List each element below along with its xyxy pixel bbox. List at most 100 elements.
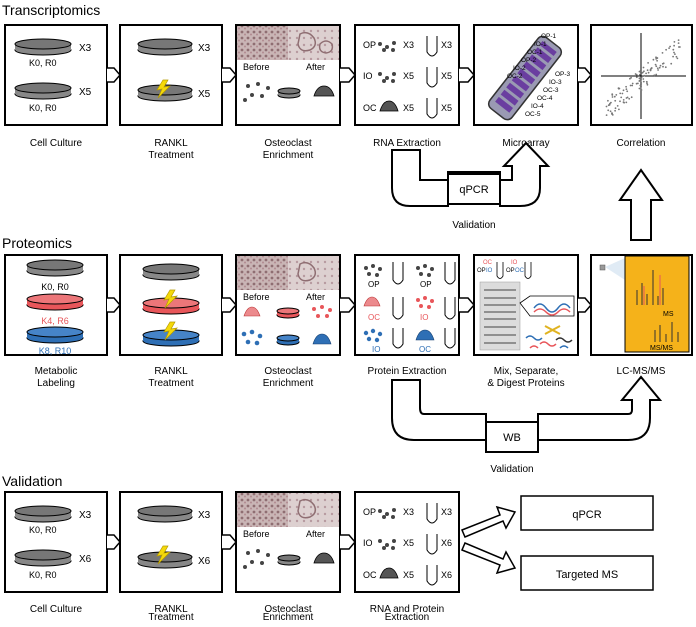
osteoclast-cell-icon [243,306,261,317]
osteoclast-cell-icon [363,296,381,307]
qpcr-output-label: qPCR [572,509,601,521]
oc-label: OC [515,268,525,274]
row-proteomics: K0, R0 K4, R6 K8, R10 [4,254,693,475]
scatter-point [625,88,628,91]
up-arrow-icon [618,168,664,241]
chip-label: IO-2 [513,65,526,72]
op-label: OP [420,280,432,289]
scatter-point [656,57,659,59]
oc-label: OC [483,260,493,266]
micrograph-after-image [288,493,339,527]
petri-dish-icon [14,549,72,567]
scatter-point [622,101,625,103]
chevron-arrow-icon [222,297,237,313]
caption-enrichment: Enrichment [263,612,314,622]
arrow-to-qpcr-icon [461,505,517,538]
scatter-point [661,62,664,65]
scatter-point [658,66,661,69]
op-label: OP [363,507,376,517]
scatter-point [620,96,623,99]
mass-spectrometer-panel [624,255,690,353]
caption-labeling: Labeling [37,378,75,389]
caption-extraction: Extraction [385,612,429,622]
chip-label: IO-3 [549,79,562,86]
caption-treatment: Treatment [148,378,193,389]
lightning-bolt-icon [156,545,172,565]
scatter-point [678,46,680,48]
op-label: OP [477,268,486,274]
petri-dish-icon [277,554,301,566]
tube-icon [426,36,438,57]
scatter-point [673,44,675,47]
tube-icon [426,98,438,119]
op-label: OP [506,268,515,274]
scatter-point [669,45,671,48]
caption-digest-proteins: & Digest Proteins [487,378,564,389]
scatter-point [643,70,645,73]
count-label: X5 [403,103,414,113]
caption-osteoclast: Osteoclast [264,366,311,377]
scatter-point [638,77,641,80]
scatter-point [607,109,610,112]
ms-label: MS [663,311,674,318]
caption-rankl: RANKL [154,366,188,377]
chevron-arrow-icon [578,67,592,83]
validation-label: Validation [490,464,533,475]
scatter-point [676,57,679,60]
nozzle-icon [599,264,606,271]
msms-spectrum [654,322,679,342]
tube-icon [524,262,532,279]
scatter-point [652,58,655,61]
count-label: X6 [441,538,452,548]
chip-label: OC-4 [537,95,553,102]
section-title-transcriptomics: Transcriptomics [2,2,100,18]
dish-label: K4, R6 [41,316,69,326]
tube-icon [392,297,404,320]
count-label: X5 [403,570,414,580]
scatter-point [607,104,610,107]
count-label: X5 [403,538,414,548]
scatter-point [677,39,680,41]
scatter-point [630,96,633,99]
petri-dish-icon [14,82,72,100]
scatter-point [672,48,675,51]
count-label: X5 [441,103,452,113]
scatter-point [638,80,641,82]
petri-dish-icon-red [142,297,200,315]
count-label: X3 [441,40,452,50]
lightning-bolt-icon [156,79,172,99]
scatter-point [630,76,632,79]
chevron-arrow-icon [222,534,237,550]
scatter-point [650,67,653,70]
osteoclast-cell-icon [415,329,435,341]
scatter-point [607,99,609,102]
scatter-point [614,107,617,110]
cell-dots-icon [243,82,270,102]
chevron-arrow-icon [340,67,356,83]
dish-label: K0, R0 [29,58,57,68]
scatter-point [657,69,659,71]
scatter-point [655,73,658,76]
ms-spectrum [636,270,664,305]
scatter-point [673,41,676,43]
scatter-points [605,39,681,116]
osteoclast-cell-icon [379,567,399,579]
scatter-point [641,75,644,78]
tube-icon [426,67,438,88]
scatter-point [611,96,614,98]
scatter-point [664,66,667,69]
dish-count: X6 [79,554,92,565]
scatter-point [662,65,664,68]
scatter-point [647,62,649,64]
chevron-arrow-icon [340,297,356,313]
caption-protein-extraction: Protein Extraction [368,366,447,377]
scatter-point [625,97,628,99]
petri-dish-icon [277,87,301,99]
chip-label: OC-1 [527,49,543,56]
scatter-point [659,64,662,67]
caption-osteoclast: Osteoclast [264,138,311,149]
scatter-point [619,92,622,95]
scatter-point [639,87,642,89]
scatter-point [616,105,619,107]
validation-label: Validation [452,220,495,231]
